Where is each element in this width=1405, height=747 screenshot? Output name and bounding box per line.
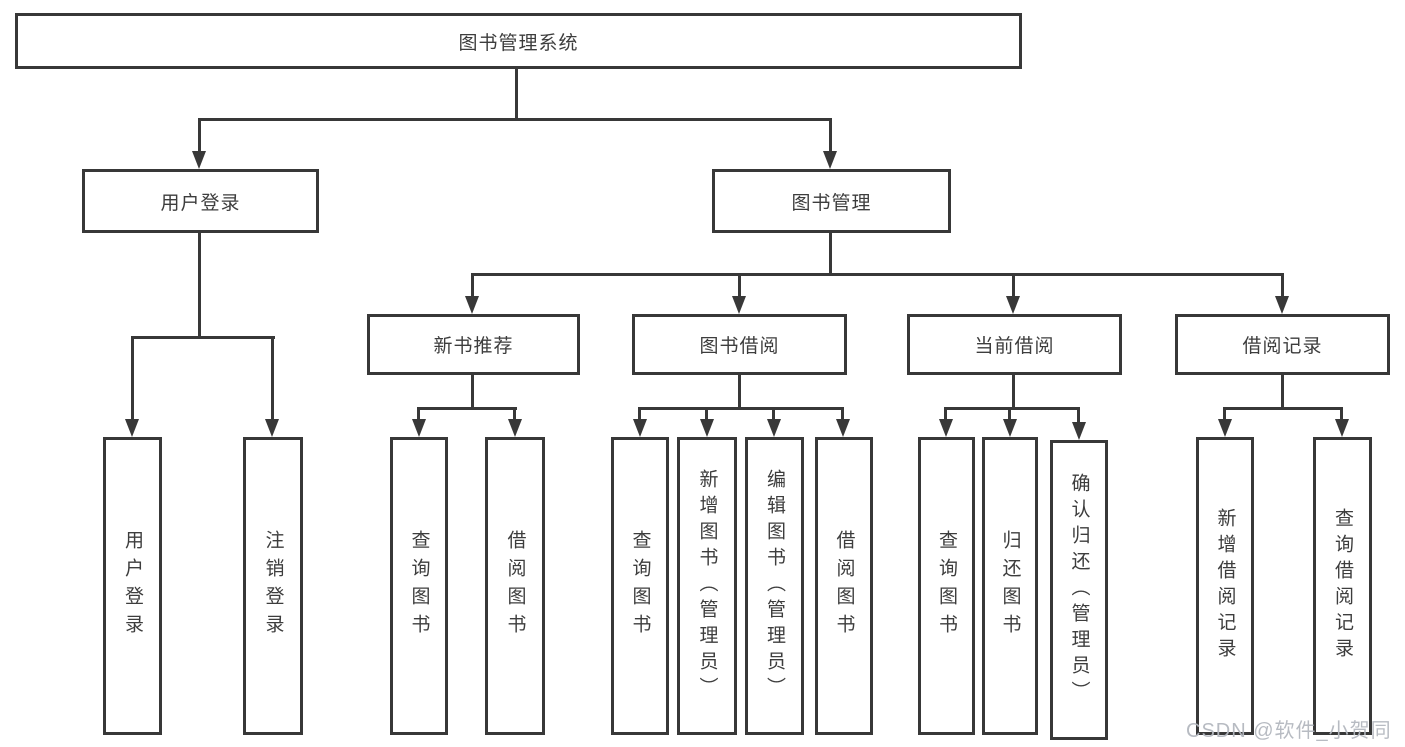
connector-to-leaf-logout — [271, 336, 274, 419]
leaf-user-login: 用户登录 — [103, 437, 162, 735]
connector-book-borrow-bar — [638, 407, 844, 410]
leaf-query-borrow-record: 查询借阅记录 — [1313, 437, 1372, 735]
arrow-down-icon — [633, 419, 647, 437]
connector-leaf — [841, 407, 844, 419]
connector-leaf — [638, 407, 641, 419]
connector-borrow-records-bar — [1223, 407, 1343, 410]
connector-book-mgmt-trunk — [829, 233, 832, 273]
leaf-query-books-2: 查询图书 — [611, 437, 669, 735]
node-new-book-recommend: 新书推荐 — [367, 314, 580, 375]
arrow-down-icon — [823, 151, 837, 169]
arrow-down-icon — [700, 419, 714, 437]
node-book-management: 图书管理 — [712, 169, 951, 233]
connector-leaf — [1008, 407, 1011, 419]
connector-to-current-borrow — [1012, 273, 1015, 296]
leaf-return-books: 归还图书 — [982, 437, 1038, 735]
leaf-label: 确认归还（管理员） — [1068, 473, 1090, 707]
arrow-down-icon — [465, 296, 479, 314]
leaf-label: 查询借阅记录 — [1332, 508, 1353, 664]
leaf-label: 注销登录 — [262, 530, 284, 642]
connector-user-login-trunk — [198, 233, 201, 336]
node-user-login: 用户登录 — [82, 169, 319, 233]
arrow-down-icon — [939, 419, 953, 437]
connector-new-book-trunk — [471, 375, 474, 407]
connector-level1-bar — [198, 118, 832, 121]
connector-leaf — [417, 407, 420, 419]
arrow-down-icon — [1003, 419, 1017, 437]
arrow-down-icon — [125, 419, 139, 437]
leaf-label: 借阅图书 — [504, 530, 526, 642]
connector-leaf — [1077, 407, 1080, 422]
leaf-edit-book-admin: 编辑图书（管理员） — [745, 437, 804, 735]
leaf-borrow-books-2: 借阅图书 — [815, 437, 873, 735]
arrow-down-icon — [192, 151, 206, 169]
connector-book-borrow-trunk — [738, 375, 741, 407]
connector-to-borrow-records — [1281, 273, 1284, 296]
arrow-down-icon — [836, 419, 850, 437]
connector-new-book-bar — [417, 407, 517, 410]
leaf-label: 查询图书 — [408, 530, 430, 642]
leaf-confirm-return-admin: 确认归还（管理员） — [1050, 440, 1108, 740]
leaf-add-borrow-record: 新增借阅记录 — [1196, 437, 1254, 735]
arrow-down-icon — [732, 296, 746, 314]
leaf-logout: 注销登录 — [243, 437, 303, 735]
node-borrow-records: 借阅记录 — [1175, 314, 1390, 375]
leaf-add-book-admin: 新增图书（管理员） — [677, 437, 737, 735]
arrow-down-icon — [1275, 296, 1289, 314]
connector-to-book-management — [829, 118, 832, 151]
arrow-down-icon — [412, 419, 426, 437]
connector-current-borrow-trunk — [1012, 375, 1015, 407]
leaf-label: 归还图书 — [999, 530, 1021, 642]
connector-leaf — [944, 407, 947, 419]
connector-leaf — [1223, 407, 1226, 419]
connector-leaf — [772, 407, 775, 419]
arrow-down-icon — [1335, 419, 1349, 437]
connector-to-leaf-user-login — [131, 336, 134, 419]
connector-current-borrow-bar — [944, 407, 1080, 410]
leaf-borrow-books-1: 借阅图书 — [485, 437, 545, 735]
connector-borrow-records-trunk — [1281, 375, 1284, 407]
node-book-borrow: 图书借阅 — [632, 314, 847, 375]
connector-to-user-login — [198, 118, 201, 151]
node-book-management-system: 图书管理系统 — [15, 13, 1022, 69]
connector-user-login-bar — [131, 336, 275, 339]
arrow-down-icon — [1006, 296, 1020, 314]
leaf-label: 查询图书 — [629, 530, 651, 642]
arrow-down-icon — [767, 419, 781, 437]
connector-leaf — [1340, 407, 1343, 419]
connector-to-new-book — [471, 273, 474, 296]
connector-level2-bar — [471, 273, 1284, 276]
leaf-label: 新增借阅记录 — [1214, 508, 1236, 664]
leaf-label: 查询图书 — [936, 530, 957, 642]
leaf-label: 编辑图书（管理员） — [764, 469, 785, 703]
connector-leaf — [513, 407, 516, 419]
csdn-watermark: CSDN @软件_小贺同学 — [1186, 720, 1392, 742]
leaf-query-books-1: 查询图书 — [390, 437, 448, 735]
leaf-label: 新增图书（管理员） — [696, 469, 718, 703]
leaf-label: 借阅图书 — [833, 530, 855, 642]
arrow-down-icon — [508, 419, 522, 437]
arrow-down-icon — [265, 419, 279, 437]
arrow-down-icon — [1218, 419, 1232, 437]
leaf-query-books-3: 查询图书 — [918, 437, 975, 735]
leaf-label: 用户登录 — [122, 530, 143, 642]
connector-to-book-borrow — [738, 273, 741, 296]
connector-leaf — [705, 407, 708, 419]
connector-root-trunk — [515, 68, 518, 118]
node-current-borrow: 当前借阅 — [907, 314, 1122, 375]
arrow-down-icon — [1072, 422, 1086, 440]
